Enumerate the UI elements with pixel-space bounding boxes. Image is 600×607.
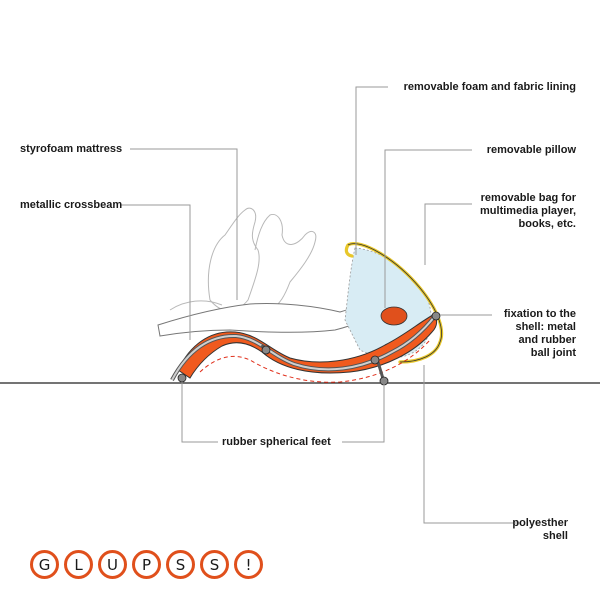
leader-feet-b: [342, 384, 385, 443]
label-fixation: fixation to the shell: metal and rubber …: [503, 308, 576, 359]
label-bag: removable bag for multimedia player, boo…: [480, 192, 576, 230]
leader-shell: [423, 365, 520, 524]
leader-crossbeam: [120, 204, 191, 340]
leader-lining: [355, 86, 388, 255]
glupss-logo: G L U P S S !: [30, 550, 263, 579]
label-pillow: removable pillow: [486, 144, 576, 156]
joints: [177, 311, 441, 386]
label-crossbeam: metallic crossbeam: [20, 199, 123, 211]
label-mattress: styrofoam mattress: [20, 143, 123, 155]
logo-letter: L: [64, 550, 93, 579]
leader-lines: [120, 86, 520, 524]
label-lining: removable foam and fabric lining: [403, 81, 576, 93]
logo-letter: P: [132, 550, 161, 579]
leader-bag: [424, 203, 472, 265]
leader-pillow: [384, 149, 472, 308]
leader-mattress: [130, 148, 238, 300]
logo-letter: S: [166, 550, 195, 579]
logo-letter: S: [200, 550, 229, 579]
leader-feet: [181, 382, 218, 443]
label-feet: rubber spherical feet: [222, 436, 331, 448]
logo-letter: U: [98, 550, 127, 579]
pillow-shape: [380, 306, 408, 326]
logo-letter: !: [234, 550, 263, 579]
label-shell: polyesther shell: [512, 517, 568, 542]
logo-letter: G: [30, 550, 59, 579]
